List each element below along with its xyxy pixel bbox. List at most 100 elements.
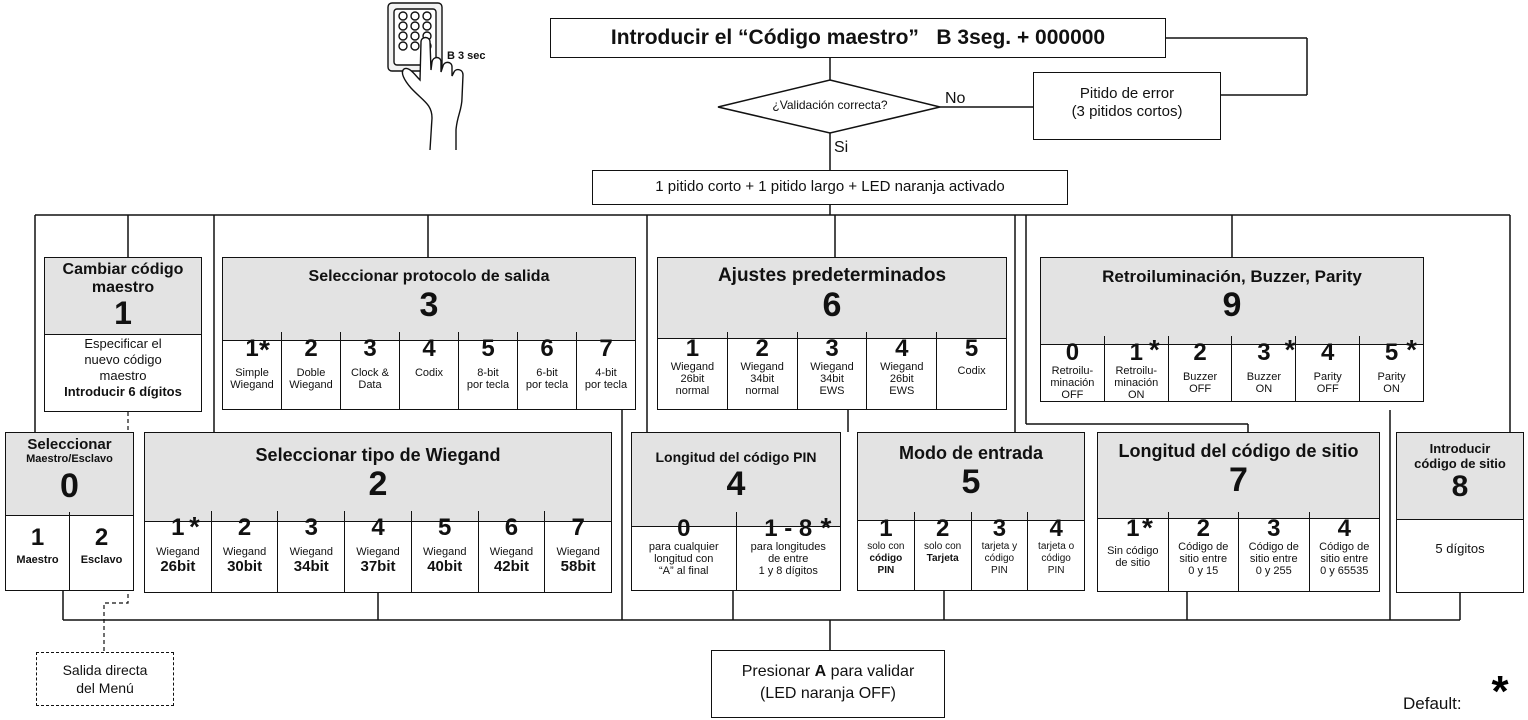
panel-2-title: Seleccionar tipo de Wiegand	[255, 445, 501, 465]
option-label-1: Codix	[957, 365, 986, 377]
panel-1-body: Especificar el nuevo código maestro Intr…	[45, 336, 201, 400]
option-label-3: 1 y 8 dígitos	[758, 565, 818, 577]
panel-4-title: Longitud del código PIN	[655, 449, 817, 465]
confirm-text: 1 pitido corto + 1 pitido largo + LED na…	[655, 178, 1005, 195]
option-label-1: tarjeta y	[981, 541, 1018, 552]
panel-7-title: Longitud del código de sitio	[1118, 441, 1359, 461]
error-line2: (3 pitidos cortos)	[1071, 103, 1183, 120]
panel-5-header: Modo de entrada 5	[858, 433, 1084, 521]
option-number: 2	[935, 515, 950, 542]
option-label-2: por tecla	[466, 379, 510, 391]
option-number: 2	[237, 514, 252, 541]
option-number: 3	[825, 335, 839, 362]
option-number: 2	[304, 335, 318, 362]
option-label-1: Buzzer	[1246, 371, 1282, 383]
option-label-1: para longitudes	[750, 541, 826, 553]
option-number: 4	[1337, 515, 1351, 542]
option-label-2: OFF	[1189, 383, 1212, 395]
option-label-2: de sitio	[1115, 557, 1151, 569]
no-label: No	[945, 90, 966, 107]
panel-6-title: Ajustes predeterminados	[717, 265, 947, 286]
option-label-3: “A” al final	[658, 565, 709, 577]
option-label-2: por tecla	[525, 379, 569, 391]
option-number: 1	[1129, 339, 1143, 366]
option-label-1: solo con	[924, 541, 962, 552]
option-label-3: ON	[1127, 389, 1145, 401]
option-label-2: 42bit	[493, 558, 529, 575]
option-number: 1 - 8	[764, 515, 813, 542]
option-number: 1	[685, 335, 700, 362]
option-label-2: código	[1041, 553, 1071, 564]
option-label-1: Parity	[1377, 371, 1406, 383]
error-beep-box: Pitido de error (3 pitidos cortos)	[1033, 72, 1221, 140]
option-number: 3	[1257, 339, 1271, 366]
option-number: 1	[1126, 515, 1140, 542]
exit-line1: Salida directa	[62, 662, 148, 678]
option-label-1: Simple	[235, 367, 269, 379]
option-label-3: 0 y 15	[1188, 565, 1219, 577]
default-star-icon: *	[1142, 512, 1153, 543]
option-label-1: 8-bit	[477, 367, 499, 379]
option-label-2: Wiegand	[289, 379, 333, 391]
option-number: 0	[1065, 339, 1080, 366]
option-number: 4	[1321, 339, 1335, 366]
option-label-2: minación	[1050, 377, 1095, 389]
option-label-1: Wiegand	[489, 546, 534, 558]
option-label-2: 34bit	[820, 373, 844, 385]
option-label-1: Clock &	[351, 367, 389, 379]
default-star-icon: *	[820, 512, 832, 543]
option-number: 4	[1049, 515, 1063, 542]
option-label-2: Wiegand	[230, 379, 274, 391]
panel-8-title-2: código de sitio	[1414, 456, 1506, 471]
panel-output-protocol: Seleccionar protocolo de salida 3 1*Simp…	[222, 257, 636, 410]
option-number: 5	[438, 514, 452, 541]
option-label-3: EWS	[819, 385, 845, 397]
option-label-1: Retroilu-	[1051, 365, 1094, 377]
option-label-1: Maestro	[16, 554, 59, 566]
option-number: 1	[30, 524, 45, 551]
si-label: Si	[834, 139, 849, 156]
option-number: 1	[171, 514, 185, 541]
